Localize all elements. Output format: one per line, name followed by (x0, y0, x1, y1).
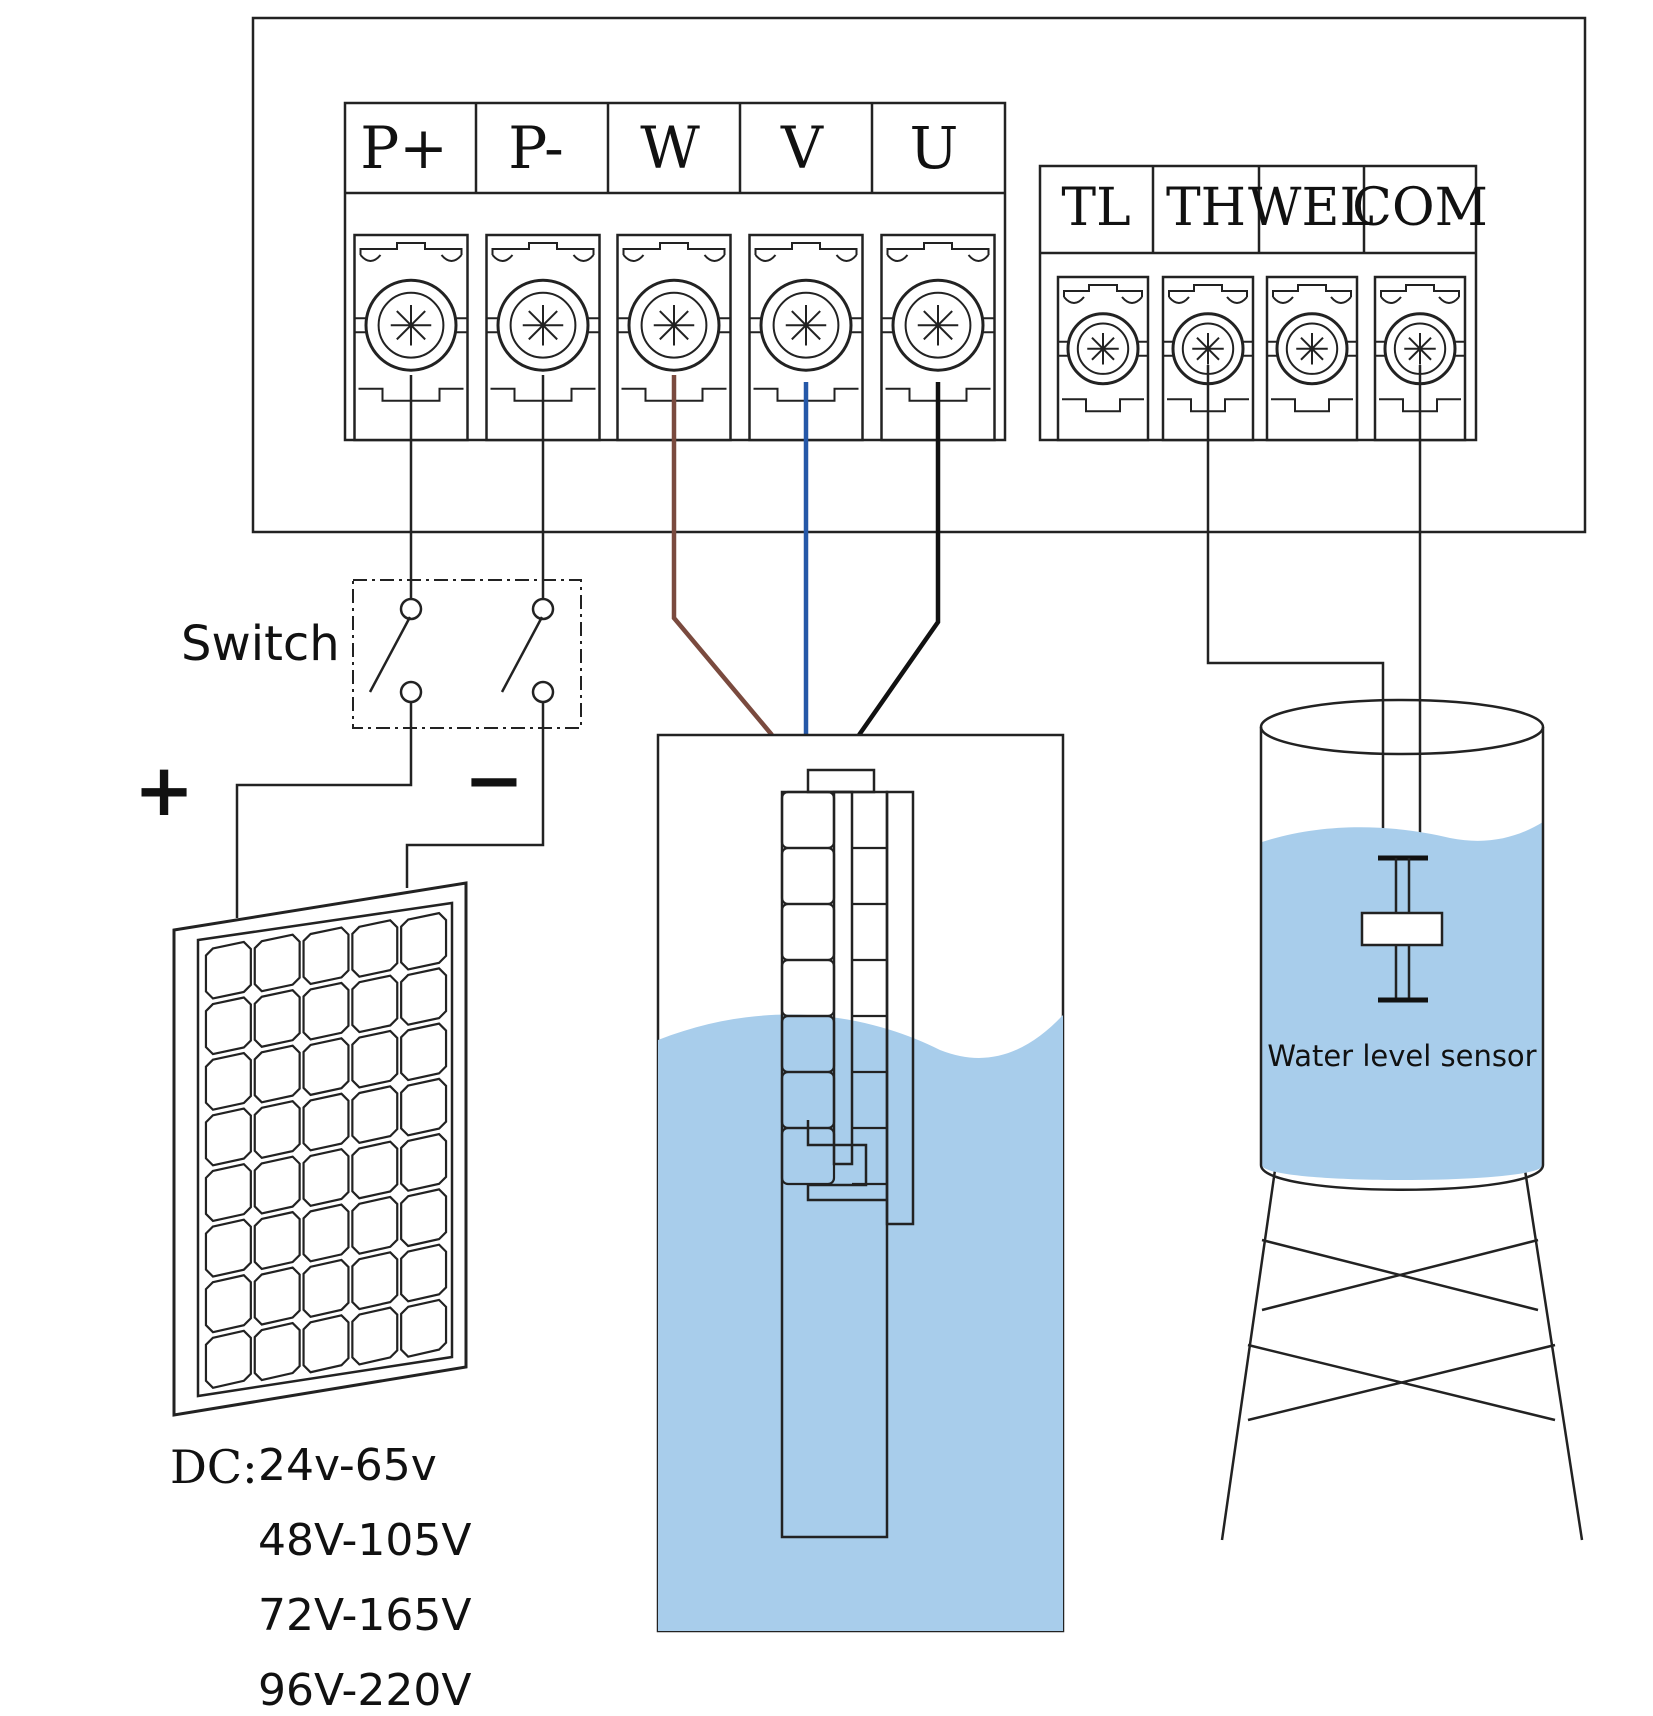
solar-cell (302, 1258, 350, 1318)
submersible-pump (780, 768, 915, 1539)
switch-contact (531, 597, 555, 621)
motor-wires (671, 375, 941, 737)
terminal-screw (880, 233, 996, 442)
dc-voltage-range: 48V-105V (258, 1515, 471, 1566)
signal-terminal-block: TL TH WEL COM (1038, 164, 1488, 442)
solar-cell (400, 1188, 448, 1248)
solar-cell (204, 1274, 252, 1334)
solar-cell (302, 1203, 350, 1263)
terminal-screw (1161, 275, 1255, 442)
terminal-label-tl: TL (1061, 178, 1130, 238)
well (656, 733, 1065, 1633)
dc-voltage-range: 96V-220V (258, 1665, 471, 1716)
wire-w (671, 375, 774, 737)
dc-voltage-prefix: DC: (170, 1440, 258, 1494)
terminal-label-p-plus: P+ (360, 114, 448, 182)
solar-cell (351, 919, 399, 978)
tank-top (1259, 698, 1545, 756)
solar-cell (253, 933, 301, 993)
float-switch (1360, 855, 1444, 1003)
solar-cell (302, 1314, 350, 1374)
solar-cell (253, 1321, 301, 1382)
solar-cell (351, 1029, 399, 1089)
solar-cell (302, 926, 350, 986)
terminal-label-wel: WEL (1248, 178, 1374, 238)
dc-voltage-range: 24v-65v (258, 1440, 437, 1491)
solar-cell (253, 1044, 301, 1104)
sensor-label: Water level sensor (1267, 1039, 1536, 1073)
terminal-label-u: U (910, 114, 959, 182)
solar-cell (302, 1092, 350, 1152)
terminal-label-com: COM (1352, 178, 1488, 238)
switch-contact (399, 680, 423, 704)
solar-cell (204, 940, 252, 1000)
solar-cell (302, 1147, 350, 1208)
solar-cell (351, 1251, 399, 1311)
dc-voltage-range: 72V-165V (258, 1590, 471, 1641)
terminal-label-v: V (780, 114, 824, 182)
solar-cell (204, 1329, 252, 1390)
dc-voltage-list: DC: 24v-65v 48V-105V 72V-165V 96V-220V (170, 1440, 471, 1716)
solar-cell (253, 1155, 301, 1215)
solar-cell (204, 996, 252, 1056)
solar-cell (351, 974, 399, 1034)
solar-cell (400, 1132, 448, 1192)
solar-cell (400, 911, 448, 971)
solar-cell (351, 1140, 399, 1200)
solar-cell (400, 1077, 448, 1137)
solar-cell (351, 1085, 399, 1145)
solar-cell (204, 1218, 252, 1278)
solar-cell (204, 1162, 252, 1223)
solar-cell (253, 1210, 301, 1271)
solar-cell (302, 981, 350, 1041)
dc-wires (235, 375, 545, 918)
solar-cell (400, 1298, 448, 1358)
well-water (658, 1014, 1063, 1631)
negative-sign: − (464, 738, 524, 822)
solar-cell (302, 1037, 350, 1097)
terminal-screw (616, 233, 732, 442)
switch-contact (399, 597, 423, 621)
solar-cell (204, 1107, 252, 1167)
positive-sign: + (134, 748, 194, 832)
solar-cell (400, 1243, 448, 1303)
solar-panel (172, 881, 468, 1417)
switch: Switch (181, 579, 582, 729)
wire-u (857, 382, 941, 737)
terminal-label-th: TH (1166, 178, 1246, 238)
solar-cell (253, 1099, 301, 1160)
solar-cell (400, 967, 448, 1026)
sensor-wires (1206, 365, 1422, 858)
solar-cell (253, 989, 301, 1048)
solar-cell (253, 1266, 301, 1326)
switch-label: Switch (181, 616, 340, 672)
solar-cell (351, 1306, 399, 1366)
terminal-label-w: W (640, 114, 700, 182)
solar-cell (204, 1051, 252, 1111)
solar-cell (351, 1195, 399, 1255)
water-tower: Water level sensor (1220, 698, 1584, 1541)
switch-contact (531, 680, 555, 704)
solar-cell (400, 1022, 448, 1082)
terminal-label-p-minus: P- (508, 114, 563, 182)
terminal-screw (1056, 275, 1150, 442)
terminal-screw (1265, 275, 1359, 442)
